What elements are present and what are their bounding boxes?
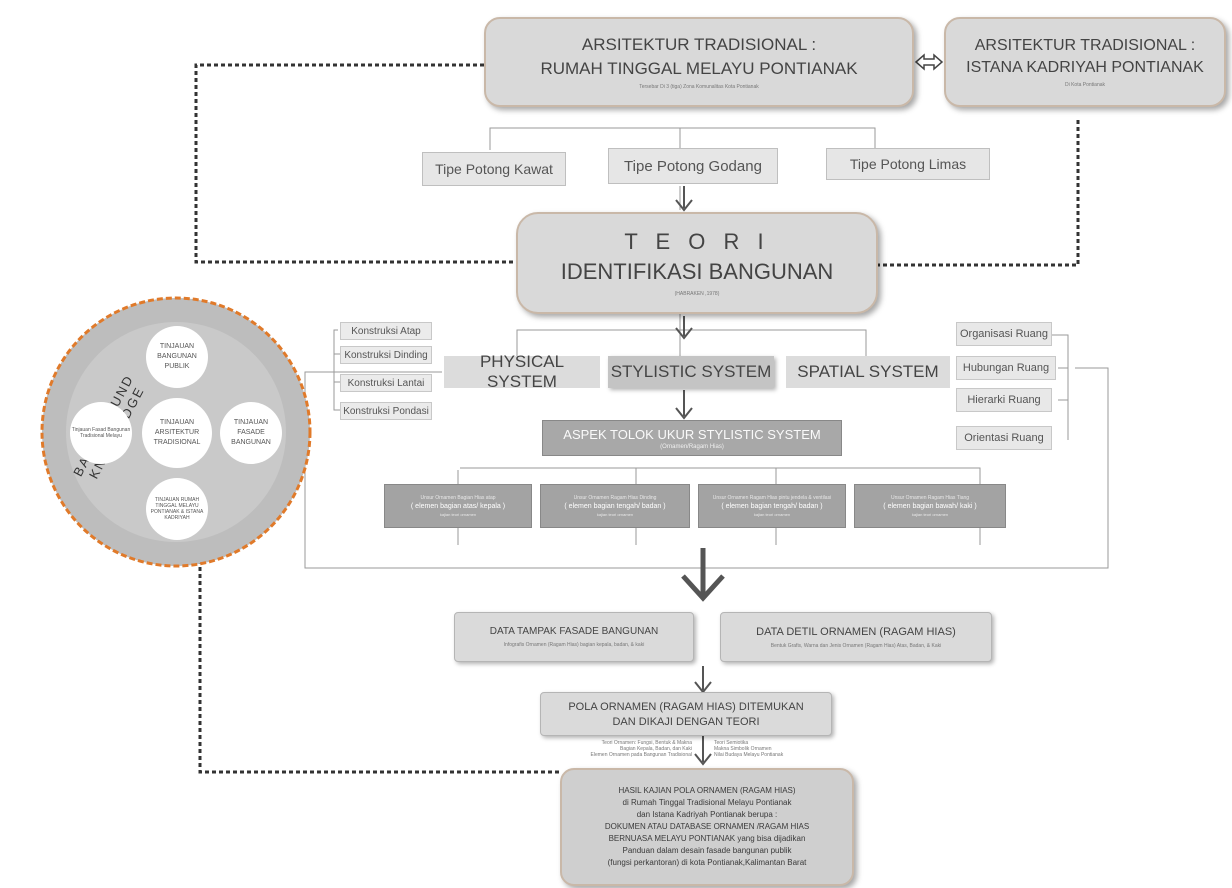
aspek-item-dinding: Unsur Ornamen Ragam Hias Dinding ( eleme… [540,484,690,528]
aspek-item-pintu-line2: ( elemen bagian tengah/ badan ) [721,502,823,510]
type-potong-godang: Tipe Potong Godang [608,148,778,184]
pola-box: POLA ORNAMEN (RAGAM HIAS) DITEMUKAN DAN … [540,692,832,736]
pola-note-right-1: Teori Semiotika [714,740,749,746]
circle-center: TINJAUAN ARSITEKTUR TRADISIONAL [142,398,212,468]
aspek-item-atap-line2: ( elemen bagian atas/ kepala ) [410,502,506,510]
hasil-line-6: Panduan dalam desain fasade bangunan pub… [622,846,792,855]
rumah-title-2: RUMAH TINGGAL MELAYU PONTIANAK [540,58,858,78]
data-detil-box: DATA DETIL ORNAMEN (RAGAM HIAS) Bentuk G… [720,612,992,662]
hasil-line-2: di Rumah Tinggal Tradisional Melayu Pont… [622,798,792,807]
teori-subtitle: IDENTIFIKASI BANGUNAN [560,259,834,284]
hasil-line-1: HASIL KAJIAN POLA ORNAMEN (RAGAM HIAS) [618,786,796,795]
spatial-system: SPATIAL SYSTEM [786,356,950,388]
aspek-item-dinding-line3: kajian teori ornamen [596,511,634,517]
hasil-line-7: (fungsi perkantoran) di kota Pontianak,K… [607,858,807,867]
circle-left: Tinjauan Fasad Bangunan Tradisional Mela… [70,402,132,464]
hasil-line-4: DOKUMEN ATAU DATABASE ORNAMEN /RAGAM HIA… [604,822,810,831]
pola-line2: DAN DIKAJI DENGAN TEORI [612,715,760,728]
teori-citation: (HABRAKEN ,1978) [674,291,720,297]
hasil-box: HASIL KAJIAN POLA ORNAMEN (RAGAM HIAS) d… [560,768,854,886]
data-tampak-title: DATA TAMPAK FASADE BANGUNAN [489,626,659,637]
istana-title-1: ARSITEKTUR TRADISIONAL : [974,36,1196,54]
circle-bottom: TINJAUAN RUMAH TINGGAL MELAYU PONTIANAK … [146,478,208,540]
pola-note-right-3: Nilai Budaya Melayu Pontianak [714,752,784,758]
pola-line1: POLA ORNAMEN (RAGAM HIAS) DITEMUKAN [568,700,804,713]
pola-note-left-3: Elemen Ornamen pada Bangunan Tradisional [590,752,692,758]
rumah-title-1: ARSITEKTUR TRADISIONAL : [581,34,817,54]
pola-note-left-1: Teori Ornamen: Fungsi, Bentuk & Makna [601,740,692,746]
dashed-lines [194,63,1080,774]
istana-box: ARSITEKTUR TRADISIONAL : ISTANA KADRIYAH… [944,17,1226,107]
istana-subtitle: Di Kota Pontianak [1064,81,1106,88]
pola-note-right-2: Makna Simbolik Ornamen [714,746,772,752]
aspek-subtitle: (Ornamen/Ragam Hias) [660,443,724,450]
rumah-tinggal-box: ARSITEKTUR TRADISIONAL : RUMAH TINGGAL M… [484,17,914,107]
aspek-title: ASPEK TOLOK UKUR STYLISTIC SYSTEM [563,426,821,442]
istana-title-2: ISTANA KADRIYAH PONTIANAK [966,58,1204,76]
spatial-item-hubungan: Hubungan Ruang [956,356,1056,380]
physical-item-lantai: Konstruksi Lantai [340,374,432,392]
aspek-item-dinding-line1: Unsur Ornamen Ragam Hias Dinding [573,494,657,501]
spatial-item-orientasi: Orientasi Ruang [956,426,1052,450]
teori-title: T E O R I [624,229,770,254]
pola-note-left-2: Bagian Kepala, Badan, dan Kaki [620,746,692,752]
aspek-item-tiang-line2: ( elemen bagian bawah/ kaki ) [883,502,977,510]
data-tampak-box: DATA TAMPAK FASADE BANGUNAN Infografis O… [454,612,694,662]
rumah-subtitle: Tersebar Di 3 (tiga) Zona Komunalitas Ko… [639,83,759,90]
aspek-item-tiang-line3: kajian teori ornamen [911,511,949,517]
aspek-item-atap: Unsur Ornamen Bagian Hias atap ( elemen … [384,484,532,528]
pola-notes-right: Teori Semiotika Makna Simbolik Ornamen N… [714,740,874,758]
aspek-item-tiang: Unsur Ornamen Ragam Hias Tiang ( elemen … [854,484,1006,528]
aspek-item-pintu: Unsur Ornamen Ragam Hias pintu jendela &… [698,484,846,528]
teori-box: T E O R I IDENTIFIKASI BANGUNAN (HABRAKE… [516,212,878,314]
arrows [675,186,725,766]
physical-item-pondasi: Konstruksi Pondasi [340,402,432,420]
physical-system: PHYSICAL SYSTEM [444,352,600,391]
aspek-item-pintu-line1: Unsur Ornamen Ragam Hias pintu jendela &… [712,494,832,501]
aspek-item-atap-line1: Unsur Ornamen Bagian Hias atap [420,494,496,501]
aspek-item-atap-line3: kajian teori ornamen [439,511,477,517]
data-detil-subtitle: Bentuk Grafis, Warna dan Jenis Ornamen (… [770,642,942,649]
aspek-item-pintu-line3: kajian teori ornamen [753,511,791,517]
aspek-item-dinding-line2: ( elemen bagian tengah/ badan ) [564,502,666,510]
spatial-item-hierarki: Hierarki Ruang [956,388,1052,412]
pola-notes-left: Teori Ornamen: Fungsi, Bentuk & Makna Ba… [532,740,692,758]
data-detil-title: DATA DETIL ORNAMEN (RAGAM HIAS) [756,625,956,638]
type-potong-kawat: Tipe Potong Kawat [422,152,566,186]
spatial-item-organisasi: Organisasi Ruang [956,322,1052,346]
aspek-item-tiang-line1: Unsur Ornamen Ragam Hias Tiang [890,494,970,501]
hasil-line-5: BERNUASA MELAYU PONTIANAK yang bisa dija… [608,834,806,843]
data-tampak-subtitle: Infografis Ornamen (Ragam Hias) bagian k… [503,642,645,648]
physical-item-atap: Konstruksi Atap [340,322,432,340]
type-potong-limas: Tipe Potong Limas [826,148,990,180]
circle-top: TINJAUAN BANGUNAN PUBLIK [146,326,208,388]
background-knowledge: BACKGROUND KNOWLEDGE TINJAUAN ARSITEKTUR… [38,294,314,570]
hasil-line-3: dan Istana Kadriyah Pontianak berupa : [636,810,778,819]
double-arrow-icon [914,53,944,71]
stylistic-system: STYLISTIC SYSTEM [608,356,774,388]
physical-item-dinding: Konstruksi Dinding [340,346,432,364]
aspek-box: ASPEK TOLOK UKUR STYLISTIC SYSTEM (Ornam… [542,420,842,456]
circle-right: TINJAUAN FASADE BANGUNAN [220,402,282,464]
